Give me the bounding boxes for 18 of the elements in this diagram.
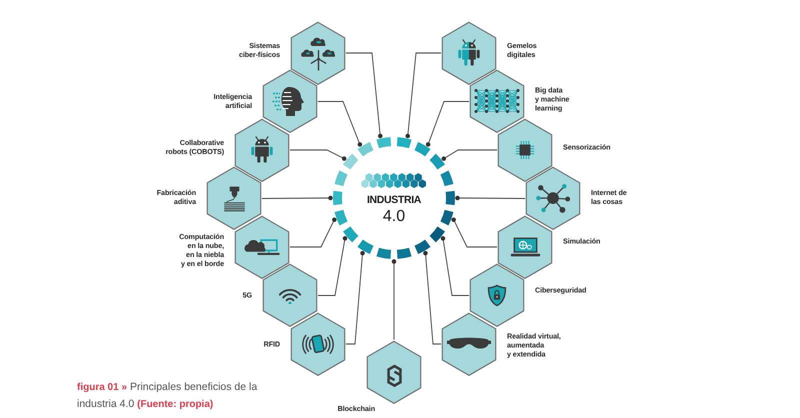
connector-line <box>318 236 348 296</box>
connector-line <box>455 196 526 200</box>
connector-line <box>318 101 362 147</box>
connector-line <box>346 250 365 344</box>
figure-caption: figura 01 » Principales beneficios de la industria 4.0 (Fuente: propia) <box>77 380 258 412</box>
connector-line <box>440 236 470 296</box>
connector-line <box>290 150 346 161</box>
connector-line <box>392 259 396 340</box>
connector-line <box>262 196 333 200</box>
connector-line <box>423 250 442 344</box>
connector-line <box>406 52 442 138</box>
connector-line <box>426 101 470 147</box>
connector-line <box>346 52 382 138</box>
connector-line <box>442 150 498 161</box>
hub-title: INDUSTRIA <box>367 194 421 206</box>
hub-number: 4.0 <box>382 208 406 226</box>
connector-line <box>451 217 498 248</box>
connector-line <box>290 217 337 248</box>
